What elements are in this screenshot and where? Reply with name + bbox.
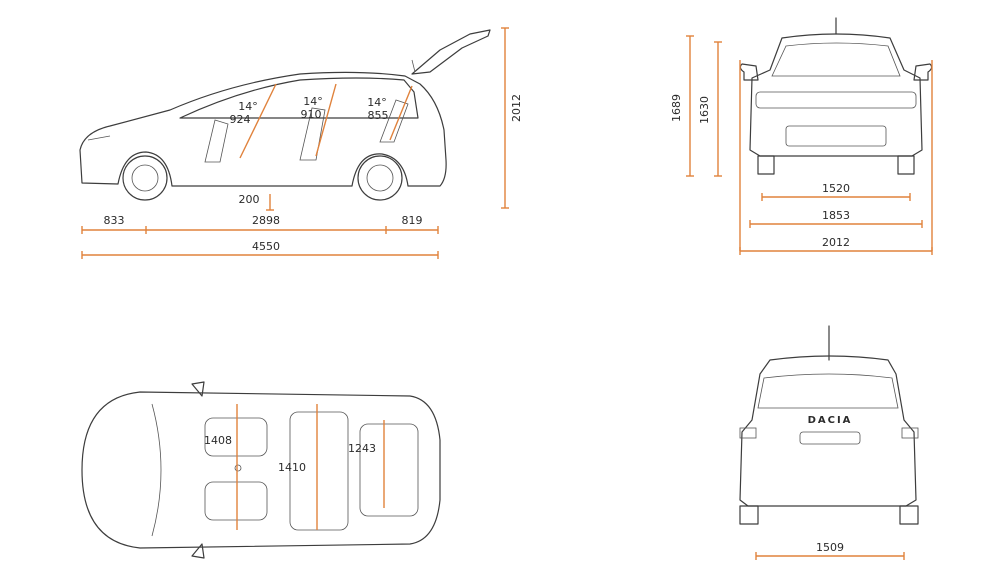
side-rear-wheel-rim xyxy=(366,164,394,192)
front-headlight-bar xyxy=(755,91,917,109)
height-label: 1630 xyxy=(698,96,711,124)
legroom-line-row2 xyxy=(315,83,337,157)
width-mirrors-label: 2012 xyxy=(822,236,850,249)
side-front-wheel-rim xyxy=(131,164,159,192)
front-view: 1689 1630 1520 1853 2012 xyxy=(670,17,933,255)
row3-width-label: 1243 xyxy=(348,442,376,455)
front-mirror-left xyxy=(739,63,759,81)
rear-view: DACIA 1509 xyxy=(739,325,919,560)
front-track-label: 1520 xyxy=(822,182,850,195)
rear-window xyxy=(757,373,899,409)
top-seat-passenger xyxy=(204,481,268,521)
length-label: 4550 xyxy=(252,240,280,253)
side-seat-row1 xyxy=(204,119,229,163)
wheelbase-label: 2898 xyxy=(252,214,280,227)
legroom-line-row1 xyxy=(239,83,277,159)
front-tyre-left xyxy=(757,155,775,175)
top-windshield xyxy=(151,403,162,537)
top-seat-row3 xyxy=(359,423,419,517)
side-seat-row2 xyxy=(299,107,326,161)
front-windshield xyxy=(771,42,901,77)
front-tyre-right xyxy=(897,155,915,175)
side-seat-row3 xyxy=(379,99,409,143)
side-front-wheel xyxy=(122,155,168,201)
legroom-line-row3 xyxy=(389,85,413,141)
height-rails-label: 1689 xyxy=(670,94,683,122)
top-view: 1408 1410 1243 xyxy=(81,381,441,559)
rear-brand-badge: DACIA xyxy=(808,415,853,426)
rear-tyre-right xyxy=(899,505,919,525)
top-gear-selector xyxy=(234,464,242,472)
top-body-outline xyxy=(81,391,441,549)
side-headlight xyxy=(87,135,111,141)
front-lower-grille xyxy=(785,125,887,147)
rear-overhang-label: 819 xyxy=(402,214,423,227)
tailgate-height-label: 2012 xyxy=(510,94,523,122)
row1-width-label: 1408 xyxy=(204,434,232,447)
top-mirror-left xyxy=(191,381,205,397)
angle-row2: 14° xyxy=(303,95,323,108)
top-seat-driver xyxy=(204,417,268,457)
angle-row3: 14° xyxy=(367,96,387,109)
ground-clearance-label: 200 xyxy=(239,193,260,206)
rear-track-label: 1509 xyxy=(816,541,844,554)
side-rear-wheel xyxy=(357,155,403,201)
top-mirror-right xyxy=(191,543,205,559)
row2-width-label: 1410 xyxy=(278,461,306,474)
width-label: 1853 xyxy=(822,209,850,222)
front-overhang-label: 833 xyxy=(104,214,125,227)
rear-tyre-left xyxy=(739,505,759,525)
angle-row1: 14° xyxy=(238,100,258,113)
tailgate-strut xyxy=(411,59,416,73)
side-view: 14° 924 14° 910 14° 855 200 833 2898 819… xyxy=(79,27,523,259)
legroom-row2: 910 xyxy=(301,108,322,121)
front-body-outline xyxy=(749,33,923,157)
rear-plate-recess xyxy=(799,431,861,445)
legroom-row1: 924 xyxy=(230,113,251,126)
legroom-row3: 855 xyxy=(368,109,389,122)
side-body-outline xyxy=(79,71,447,187)
rear-light-left xyxy=(739,427,757,439)
side-window-line xyxy=(179,77,419,119)
top-seat-row2 xyxy=(289,411,349,531)
rear-light-right xyxy=(901,427,919,439)
rear-body-outline xyxy=(739,355,917,507)
front-mirror-right xyxy=(913,63,933,81)
side-open-tailgate xyxy=(411,29,491,75)
